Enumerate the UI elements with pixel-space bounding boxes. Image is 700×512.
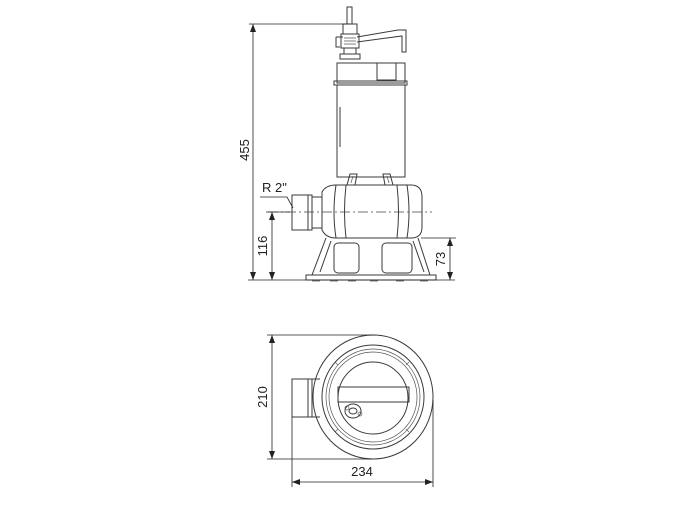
base-height-dimension: 73 bbox=[421, 237, 456, 280]
side-view: 455 116 73 R 2" bbox=[237, 6, 456, 282]
depth-dimension: 210 bbox=[255, 334, 375, 460]
height-dimension: 455 bbox=[237, 23, 455, 281]
width-label: 234 bbox=[351, 464, 373, 479]
pump-side-outline bbox=[291, 6, 437, 282]
pump-top-outline bbox=[291, 334, 434, 460]
outlet-height-label: 116 bbox=[255, 236, 270, 257]
width-dimension: 234 bbox=[291, 400, 434, 487]
float-switch bbox=[344, 403, 363, 419]
outlet-thread-callout: R 2" bbox=[260, 180, 294, 209]
depth-label: 210 bbox=[255, 386, 270, 408]
base-height-label: 73 bbox=[433, 252, 448, 266]
outlet-height-dimension: 116 bbox=[255, 211, 290, 280]
outlet-thread-label: R 2" bbox=[262, 180, 287, 195]
height-label: 455 bbox=[237, 139, 252, 161]
top-view: 210 234 bbox=[255, 334, 434, 487]
